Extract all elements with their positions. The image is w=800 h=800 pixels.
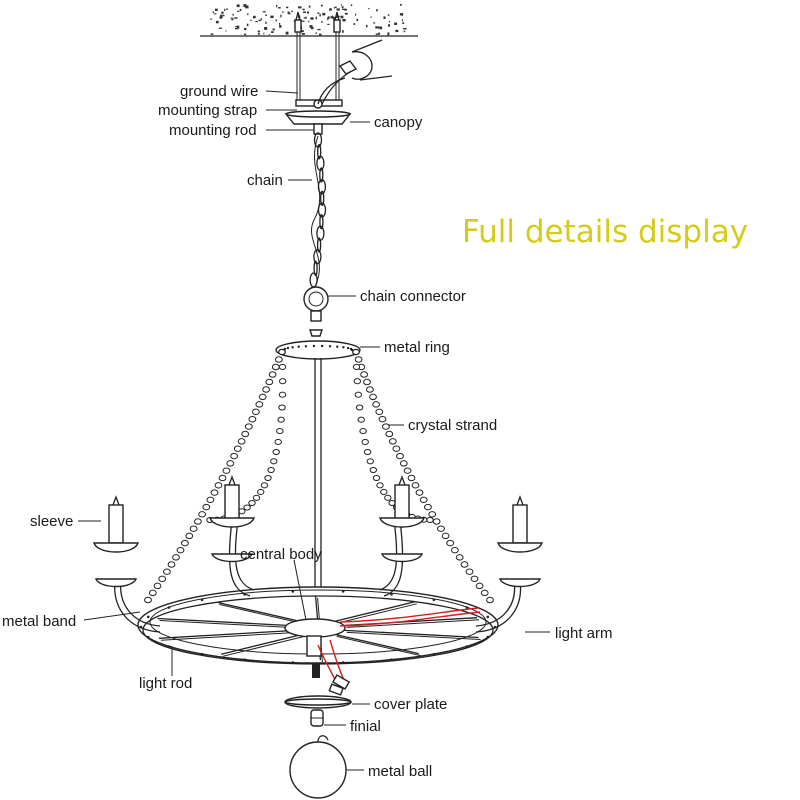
- metal-ball: [289, 735, 347, 799]
- label-metal-ring: metal ring: [384, 339, 450, 356]
- metal-ring: [275, 340, 361, 360]
- light-arms: [93, 475, 543, 633]
- ceiling: [200, 4, 418, 37]
- chain-connector: [303, 286, 329, 337]
- crystal-strands: [144, 348, 494, 604]
- label-metal-ball: metal ball: [368, 763, 432, 780]
- label-central-body: central body: [240, 546, 322, 563]
- label-finial: finial: [350, 718, 381, 735]
- label-light-arm: light arm: [555, 625, 613, 642]
- wiring: [317, 607, 481, 696]
- mounting-rod: [313, 123, 323, 135]
- mounting-hardware: [294, 11, 393, 109]
- label-chain: chain: [247, 172, 283, 189]
- label-metal-band: metal band: [2, 613, 76, 630]
- label-canopy: canopy: [374, 114, 423, 131]
- label-light-rod: light rod: [139, 675, 192, 692]
- label-sleeve: sleeve: [30, 513, 73, 530]
- label-ground-wire: ground wire: [180, 83, 258, 100]
- label-chain-connector: chain connector: [360, 288, 466, 305]
- ceiling-texture: [210, 4, 407, 37]
- light-rods: [157, 595, 481, 663]
- chain: [309, 132, 327, 288]
- label-crystal-strand: crystal strand: [408, 417, 497, 434]
- label-mounting-rod: mounting rod: [169, 122, 257, 139]
- banner-title: Full details display: [462, 214, 748, 250]
- finial: [310, 709, 324, 727]
- leader-lines: [78, 90, 550, 771]
- central-body: [284, 618, 346, 678]
- label-cover-plate: cover plate: [374, 696, 447, 713]
- label-mounting-strap: mounting strap: [158, 102, 257, 119]
- power-cord: [311, 135, 321, 285]
